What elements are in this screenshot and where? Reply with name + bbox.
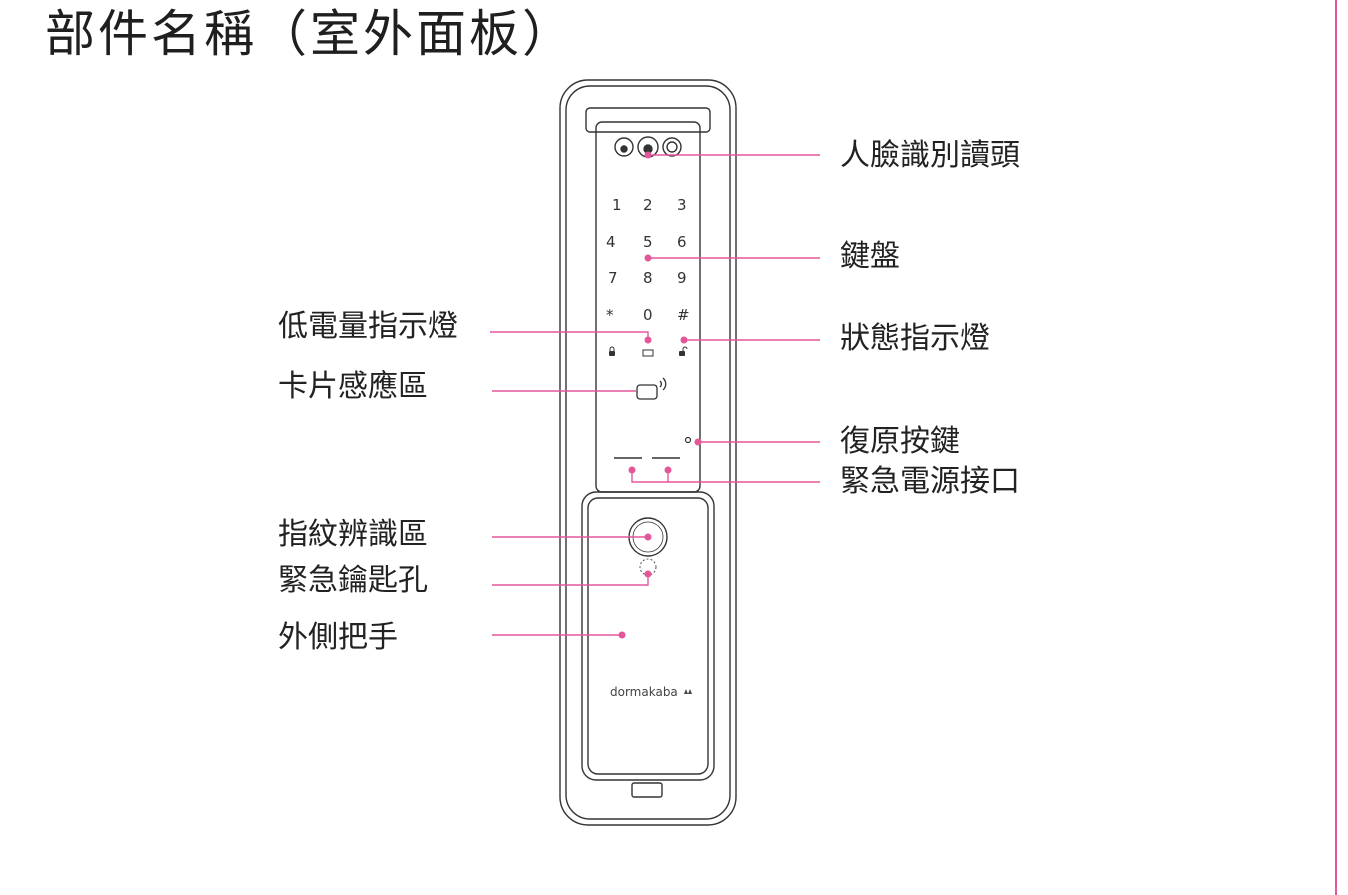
key-0: 0 <box>643 306 653 324</box>
face-reader-icon <box>614 136 682 158</box>
lock-top-cap <box>585 107 711 133</box>
indicator-row <box>609 346 688 357</box>
label-keypad: 鍵盤 <box>840 239 900 274</box>
dot-fingerprint <box>644 533 652 541</box>
lock-icon-shackle <box>609 346 615 351</box>
label-card-area: 卡片感應區 <box>278 369 428 404</box>
leader-key-hole <box>492 574 649 586</box>
dot-key-hole <box>644 570 652 578</box>
page-title: 部件名稱（室外面板） <box>45 5 575 63</box>
dot-outer-handle <box>618 631 626 639</box>
lock-inner-frame <box>565 85 731 820</box>
key-4: 4 <box>606 233 616 251</box>
label-reset-button: 復原按鍵 <box>840 424 960 459</box>
dot-emergency-power-right <box>664 466 672 474</box>
key-1: 1 <box>612 196 622 214</box>
dot-reset-button <box>694 438 702 446</box>
reset-button-icon <box>684 436 692 444</box>
label-status-indicator: 狀態指示燈 <box>840 321 990 356</box>
lock-icon <box>609 351 615 356</box>
label-low-battery: 低電量指示燈 <box>278 309 458 344</box>
unlock-icon-shackle <box>682 346 688 351</box>
leader-dots <box>618 151 702 639</box>
handle-outer <box>581 491 715 781</box>
lock-outer-frame <box>559 79 737 826</box>
keypad-keys: 1 2 3 4 5 6 7 8 9 * 0 # <box>606 196 690 324</box>
key-2: 2 <box>643 196 653 214</box>
unlock-icon <box>679 351 685 356</box>
key-star: * <box>606 306 614 324</box>
dot-keypad <box>644 254 652 262</box>
handle-inner <box>587 497 709 775</box>
key-8: 8 <box>643 269 653 287</box>
lock-body <box>559 79 737 826</box>
brand-logo-mark <box>684 689 692 694</box>
key-5: 5 <box>643 233 653 251</box>
battery-icon <box>642 349 654 357</box>
key-6: 6 <box>677 233 687 251</box>
dot-face-reader <box>644 151 652 159</box>
dot-status-indicator <box>680 336 688 344</box>
label-fingerprint-area: 指紋辨識區 <box>278 517 428 552</box>
brand-logo: dormakaba <box>610 685 678 699</box>
key-9: 9 <box>677 269 687 287</box>
label-outer-handle: 外側把手 <box>278 620 398 655</box>
dot-low-battery <box>644 336 652 344</box>
leader-low-battery <box>490 331 649 340</box>
bottom-port <box>631 782 663 798</box>
leader-emergency-power <box>631 470 820 483</box>
label-key-hole: 緊急鑰匙孔 <box>278 563 428 598</box>
card-reader-icon <box>636 377 667 400</box>
right-border-rule <box>1335 0 1337 895</box>
key-3: 3 <box>677 196 687 214</box>
key-7: 7 <box>608 269 618 287</box>
label-emergency-power: 緊急電源接口 <box>840 464 1020 499</box>
dot-emergency-power-left <box>628 466 636 474</box>
key-hash: # <box>677 306 690 324</box>
label-face-reader: 人臉識別讀頭 <box>840 138 1020 173</box>
